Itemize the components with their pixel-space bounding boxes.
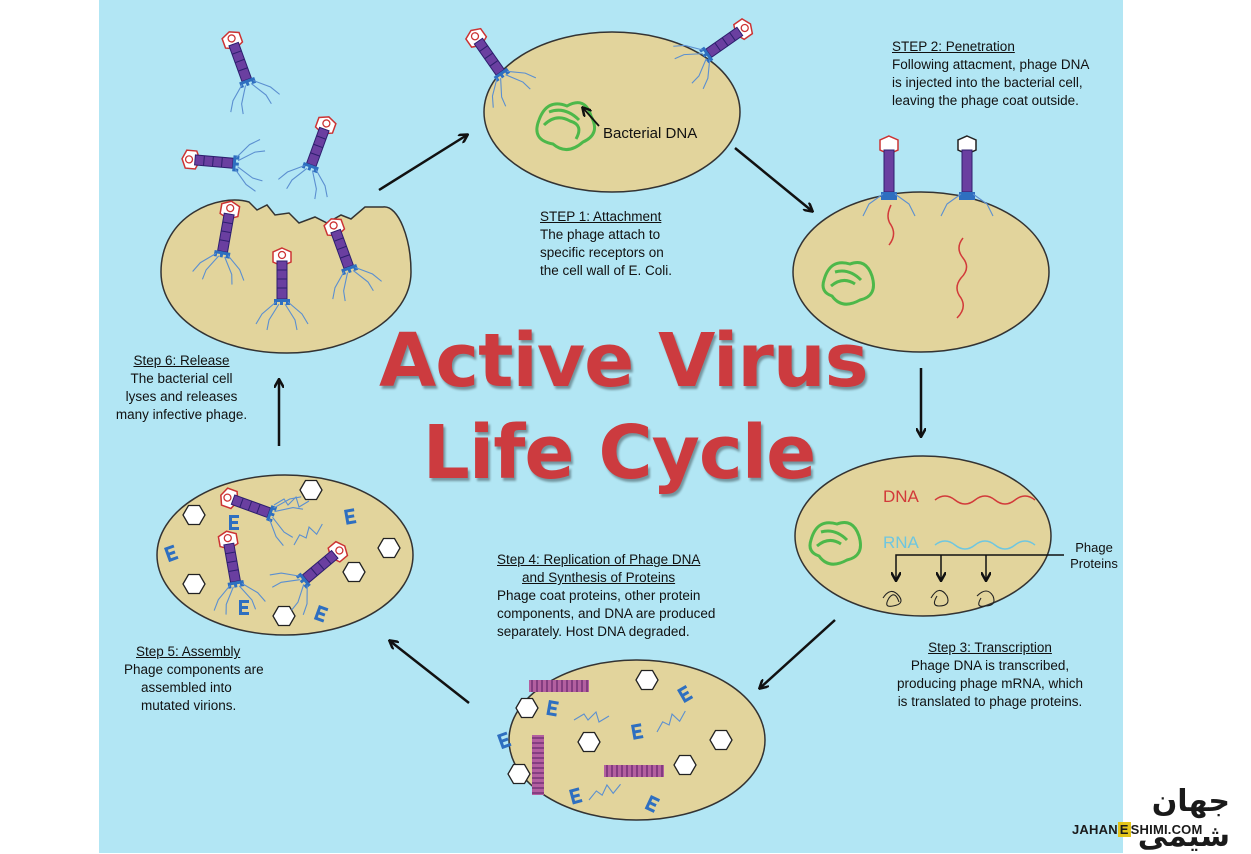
step3-line-2: producing phage mRNA, which [896,676,1084,691]
cycle-arrows [279,135,921,704]
cell-penetration [792,135,1050,353]
step2-line-1: Following attacment, phage DNA [892,57,1090,72]
step1-text: STEP 1: Attachment The phage attach to s… [540,208,672,280]
step5-heading: Step 5: Assembly [136,644,241,659]
step6-text: Step 6: Release The bacterial cell lyses… [109,352,254,424]
step4-line-3: separately. Host DNA degraded. [497,624,690,639]
label-bacterial-dna: Bacterial DNA [603,125,698,142]
step5-line-2: assembled into [141,680,232,695]
life-cycle-diagram [156,1,1064,821]
step1-line-3: the cell wall of E. Coli. [540,263,673,278]
step2-line-3: leaving the phage coat outside. [892,93,1079,108]
step4-line-1: Phage coat proteins, other protein [497,588,701,603]
label-phage-proteins: Phage Proteins [1061,540,1123,572]
label-phage-proteins-line-1: Phage [1075,540,1113,555]
step5-line-1: Phage components are [124,662,264,677]
label-dna: DNA [883,487,919,506]
step4-text: Step 4: Replication of Phage DNA and Syn… [497,551,715,641]
logo-english-1: JAHAN [1072,822,1118,837]
step1-line-1: The phage attach to [540,227,661,242]
cell-assembly [156,470,414,636]
step2-line-2: is injected into the bacterial cell, [892,75,1083,90]
step6-line-3: many infective phage. [115,407,248,422]
step1-heading: STEP 1: Attachment [540,209,662,224]
step6-line-2: lyses and releases [125,389,238,404]
cell-attachment [448,1,767,193]
step1-line-2: specific receptors on [540,245,664,260]
step4-line-2: components, and DNA are produced [497,606,716,621]
step2-text: STEP 2: Penetration Following attacment,… [892,38,1089,110]
step2-heading: STEP 2: Penetration [892,39,1015,54]
logo-persian: جهان شیمی [1137,784,1230,854]
title-line-2: Life Cycle [422,410,817,496]
logo-english-2: E [1117,822,1131,837]
cell-release [160,22,412,354]
label-phage-proteins-line-2: Proteins [1070,556,1118,571]
diagram-panel: Active Virus Life Cycle Bacterial DNA DN… [99,0,1123,853]
title-line-1: Active Virus [379,318,869,404]
step6-line-1: The bacterial cell [130,371,233,386]
step3-line-1: Phage DNA is transcribed, [910,658,1070,673]
step3-line-3: is translated to phage proteins. [897,694,1083,709]
step4-heading-2: and Synthesis of Proteins [522,570,676,585]
cell-transcription [794,455,1064,617]
step5-line-3: mutated virions. [141,698,237,713]
diagram-title: Active Virus Life Cycle [379,315,869,499]
logo-english-3: SHIMI.COM [1130,822,1203,837]
step3-text: Step 3: Transcription Phage DNA is trans… [880,639,1100,711]
step3-heading: Step 3: Transcription [928,640,1052,655]
step6-heading: Step 6: Release [133,353,230,368]
step4-heading-1: Step 4: Replication of Phage DNA [497,552,701,567]
step5-text: Step 5: Assembly Phage components are as… [124,643,264,715]
label-rna: RNA [883,533,919,552]
cell-replication [497,659,766,821]
